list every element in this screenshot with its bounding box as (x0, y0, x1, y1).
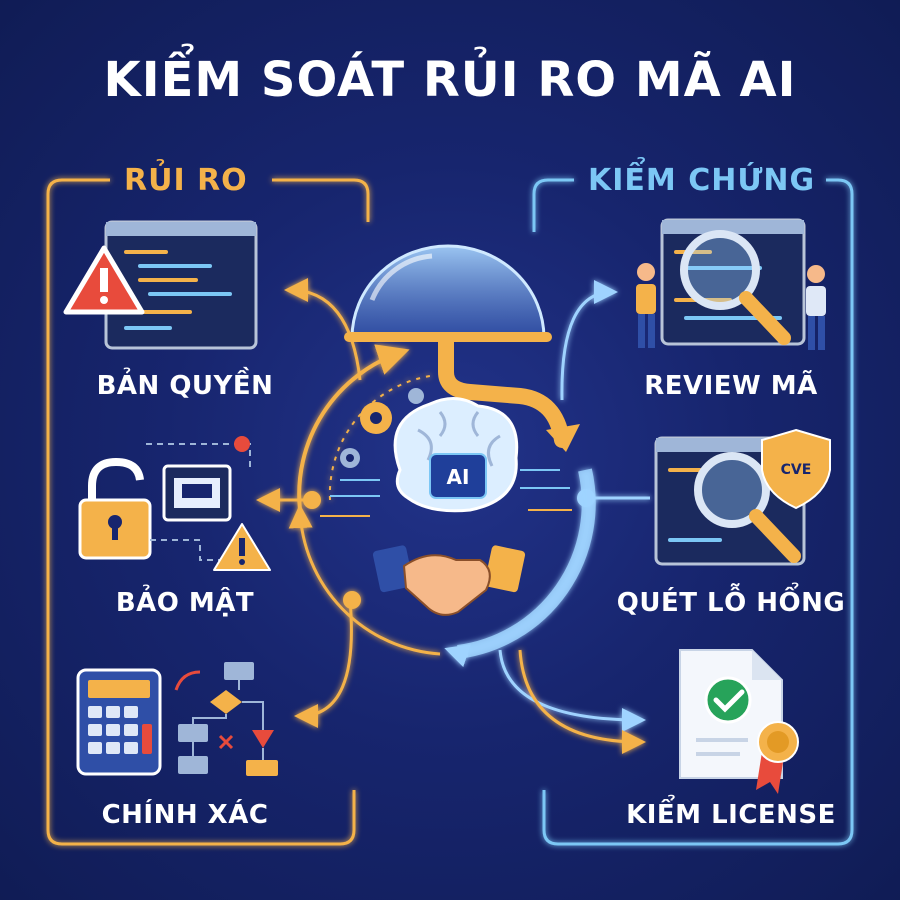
verify-bracket (532, 178, 854, 846)
warning-icon (63, 245, 145, 315)
risk-section-title: RỦI RO (124, 163, 248, 198)
lock-icon (78, 457, 152, 560)
risk-item-label: BẢN QUYỀN (96, 371, 274, 401)
network-port-icon (146, 436, 251, 561)
verify-connectors (498, 280, 650, 754)
risk-bracket (46, 178, 370, 846)
license-document-icon (679, 649, 783, 779)
certificate-seal-icon (756, 721, 799, 794)
verify-section-title: KIỂM CHỨNG (588, 163, 816, 198)
reviewer-person-icon (636, 263, 826, 350)
magnifier-icon (680, 230, 791, 345)
verify-item-label: KIỂM LICENSE (626, 800, 836, 830)
gear-icon (340, 388, 424, 468)
page-title: KIỂM SOÁT RỦI RO MÃ AI (103, 52, 797, 108)
cve-badge-label: CVE (781, 462, 812, 478)
warning-icon (213, 523, 271, 571)
cve-shield-icon: CVE (761, 428, 831, 510)
handshake-icon (372, 545, 526, 616)
shield-dome-icon (344, 244, 580, 452)
verify-item-label: QUÉT LỖ HỔNG (616, 588, 846, 618)
ai-chip-label: AI (447, 465, 470, 489)
risk-connectors (256, 278, 362, 728)
center-cycle (288, 344, 596, 668)
verify-item-label: REVIEW MÃ (644, 371, 818, 401)
calculator-icon (76, 668, 162, 776)
ai-brain-icon: AI (320, 397, 572, 517)
risk-item-label: CHÍNH XÁC (101, 800, 269, 830)
flowchart-icon (174, 662, 278, 776)
risk-item-label: BẢO MẬT (115, 588, 255, 618)
